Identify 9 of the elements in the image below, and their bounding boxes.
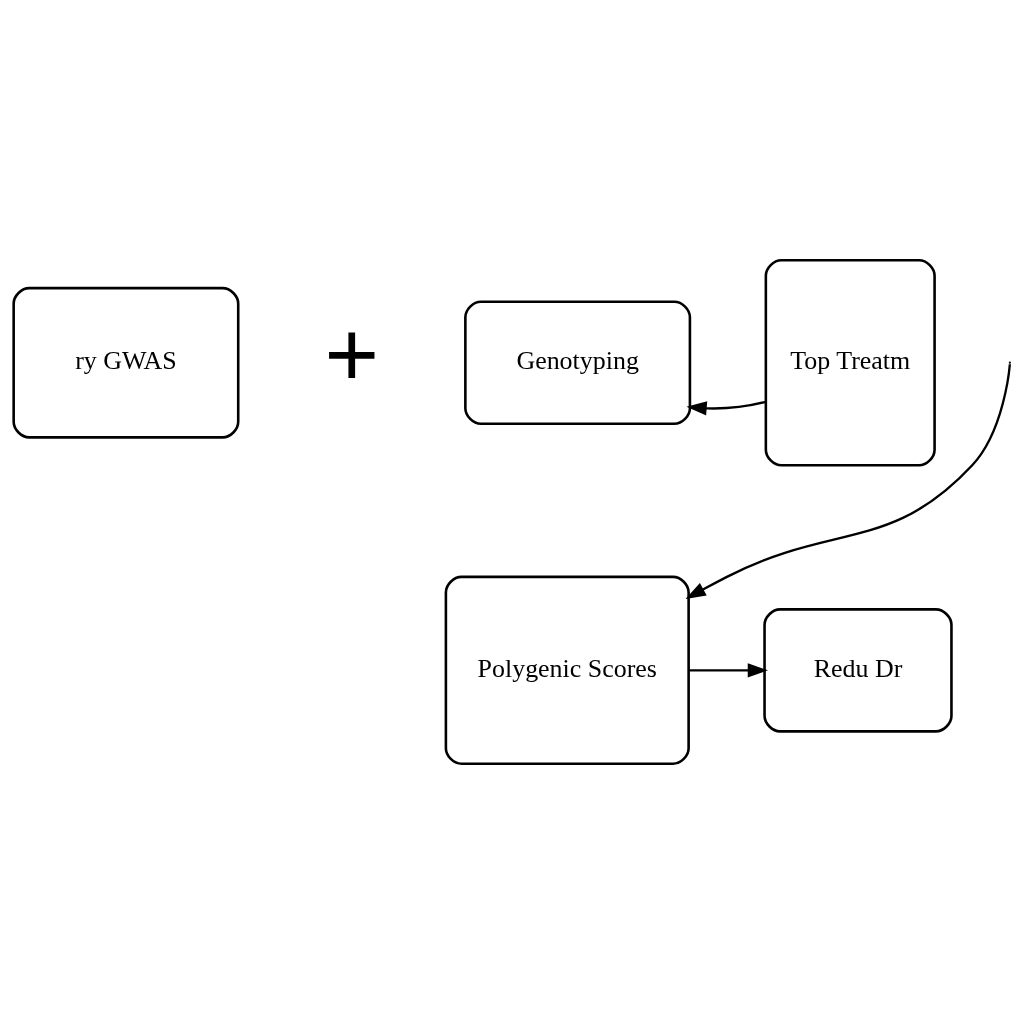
label: +	[324, 301, 380, 407]
arrow	[685, 364, 1011, 600]
node-box: Genotyping	[464, 300, 692, 426]
node-box: Redu Dr	[763, 608, 953, 733]
arrow	[688, 663, 768, 678]
node-box: Polygenic Scores	[444, 575, 690, 766]
arrow	[686, 400, 766, 416]
node-box: ry GWAS	[12, 286, 240, 439]
node-box: Top Treatm	[764, 258, 936, 467]
